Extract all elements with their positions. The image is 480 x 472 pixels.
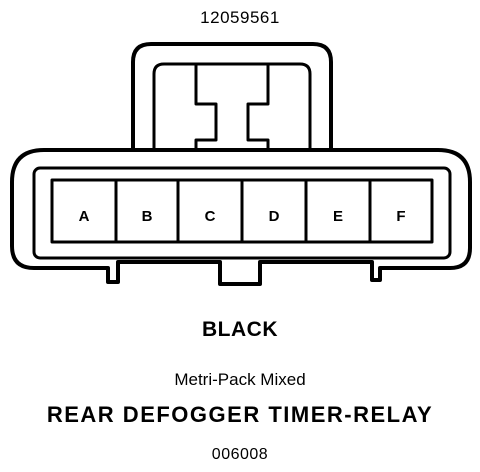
- cavity-label-e: E: [333, 208, 343, 225]
- cavity-label-f: F: [396, 208, 405, 225]
- cavity-frame-outer: [32, 166, 452, 260]
- cavity-label-a: A: [79, 208, 90, 225]
- part-number: 12059561: [200, 8, 280, 27]
- component-name: REAR DEFOGGER TIMER-RELAY: [46, 402, 434, 427]
- connector-series: Metri-Pack Mixed: [174, 370, 306, 389]
- cavity-label-c: C: [205, 208, 216, 225]
- cavity-dividers: [114, 180, 372, 242]
- diagram-id: 006008: [211, 446, 269, 463]
- locking-tab-i-beam: [194, 64, 270, 150]
- locking-tab-inner: [152, 62, 312, 150]
- connector-color: BLACK: [202, 318, 278, 341]
- cavity-label-d: D: [269, 208, 280, 225]
- locking-tab-outer: [131, 42, 333, 150]
- cavity-label-b: B: [142, 208, 153, 225]
